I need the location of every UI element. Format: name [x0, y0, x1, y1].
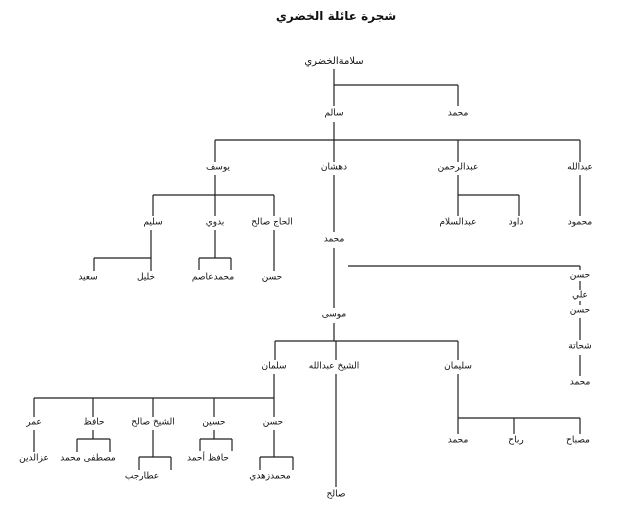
- person-salem: سالم: [324, 108, 344, 119]
- person-mohammed-zohdi: محمدزهدي: [249, 471, 291, 482]
- person-saeed: سعيد: [78, 272, 98, 283]
- person-saleh: صالح: [326, 489, 346, 500]
- person-omar: عمر: [26, 417, 42, 428]
- person-hassan-2: حسن: [569, 305, 591, 316]
- person-mohammed-shehata: محمد: [569, 377, 591, 388]
- person-root: سلامةالخضري: [304, 56, 364, 67]
- person-mostafa-mohammed: مصطفى محمد: [60, 453, 116, 464]
- diagram-title: شجرة عائلة الخضري: [275, 9, 397, 23]
- person-abdelrahman: عبدالرحمن: [437, 162, 479, 173]
- person-mohammed-asem: محمدعاصم: [191, 272, 235, 283]
- person-yousef: يوسف: [205, 162, 231, 173]
- person-dahshan: دهشان: [320, 162, 348, 173]
- person-salman: سلمان: [261, 361, 287, 372]
- person-mohammed-dahshan: محمد: [323, 234, 345, 245]
- person-soliman: سليمان: [444, 361, 472, 372]
- person-ezzeldin: عزالدين: [19, 453, 49, 464]
- person-sheikh-saleh: الشيخ صالح: [131, 417, 175, 428]
- person-mousa: موسى: [321, 309, 347, 320]
- person-hassan-haj: حسن: [261, 272, 283, 283]
- person-mahmoud: محمود: [567, 217, 593, 228]
- person-attar-agab: عطارجب: [124, 471, 160, 482]
- person-hussein: حسين: [202, 417, 226, 428]
- person-mesbah: مصباح: [566, 435, 590, 446]
- person-mohammed: محمد: [447, 108, 469, 119]
- person-mohammed-soliman: محمد: [447, 435, 469, 446]
- person-sheikh-abdallah: الشيخ عبدالله: [308, 361, 360, 372]
- person-khalil: خليل: [136, 272, 156, 283]
- person-salim: سليم: [143, 217, 163, 228]
- person-hassan-salman: حسن: [262, 417, 284, 428]
- person-shehata: شحاتة: [568, 341, 592, 352]
- person-abdelsalam: عبدالسلام: [439, 217, 477, 228]
- person-hafez-ahmed: حافظ أحمد: [186, 453, 230, 464]
- person-haj-saleh: الحاج صالح: [251, 217, 293, 228]
- person-hassan-right: حسن: [569, 270, 591, 281]
- person-badawi: بدوي: [205, 217, 225, 228]
- person-rabah: رباح: [508, 435, 524, 446]
- person-hafez: حافظ: [83, 417, 105, 428]
- person-ali: علي: [572, 290, 588, 301]
- person-daoud: داود: [508, 217, 524, 228]
- person-abdallah: عبدالله: [567, 162, 593, 173]
